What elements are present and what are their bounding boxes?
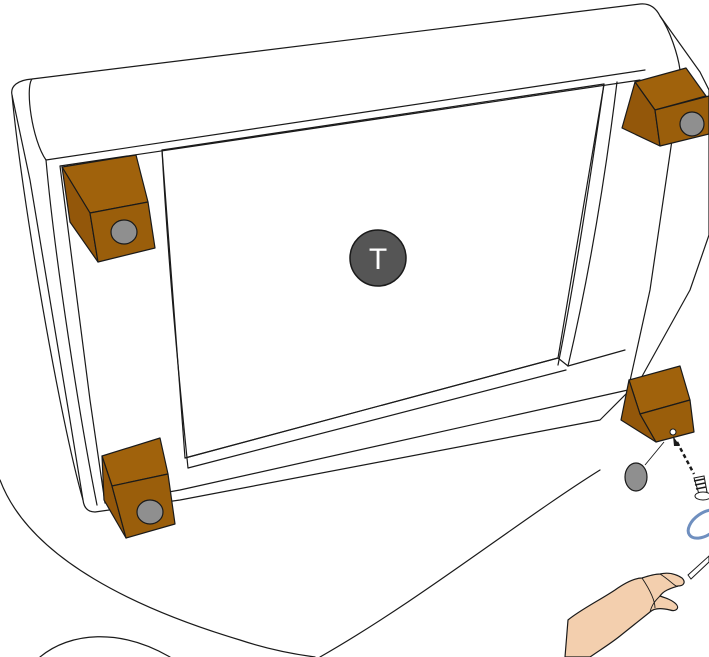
felt-pad-loose-icon — [624, 462, 648, 492]
frame-bottom-rail-top — [184, 357, 569, 459]
frame-left-rail — [161, 149, 189, 469]
frame-top-edge — [28, 78, 47, 161]
washer-ring-icon — [686, 508, 709, 540]
felt-pad-icon — [110, 219, 138, 245]
frame-right-edge — [659, 15, 681, 71]
wooden-foot-top-right — [621, 67, 709, 147]
screwdriver-icon — [687, 555, 709, 580]
felt-pad-icon — [136, 499, 164, 525]
screw-icon — [693, 475, 709, 501]
frame-right-rail-outer — [557, 83, 605, 366]
cushion-curve-right — [319, 469, 601, 657]
wooden-foot-top-left — [61, 154, 156, 263]
frame-right-lower-rail — [567, 349, 626, 367]
felt-pad-icon — [679, 111, 705, 137]
hand-icon — [564, 572, 685, 657]
part-label-t: T — [349, 229, 407, 287]
frame-left-inner-edge — [45, 159, 98, 506]
insertion-arrow-icon — [673, 436, 680, 446]
frame-left-outer-edge — [11, 94, 84, 501]
frame-bottom-rail-bottom — [187, 369, 567, 469]
cushion-curve-bottom — [39, 636, 171, 657]
frame-top-inner-edge — [45, 69, 646, 161]
felt-pad-leader-line — [644, 441, 665, 466]
wooden-foot-loose — [620, 365, 695, 443]
insertion-guide-line — [675, 441, 696, 475]
part-label-text: T — [369, 243, 387, 276]
frame-right-rail-inner — [567, 81, 618, 367]
wooden-foot-bottom-left — [101, 437, 176, 539]
screw-hole-icon — [669, 428, 677, 436]
cushion-curve-left — [0, 479, 316, 657]
